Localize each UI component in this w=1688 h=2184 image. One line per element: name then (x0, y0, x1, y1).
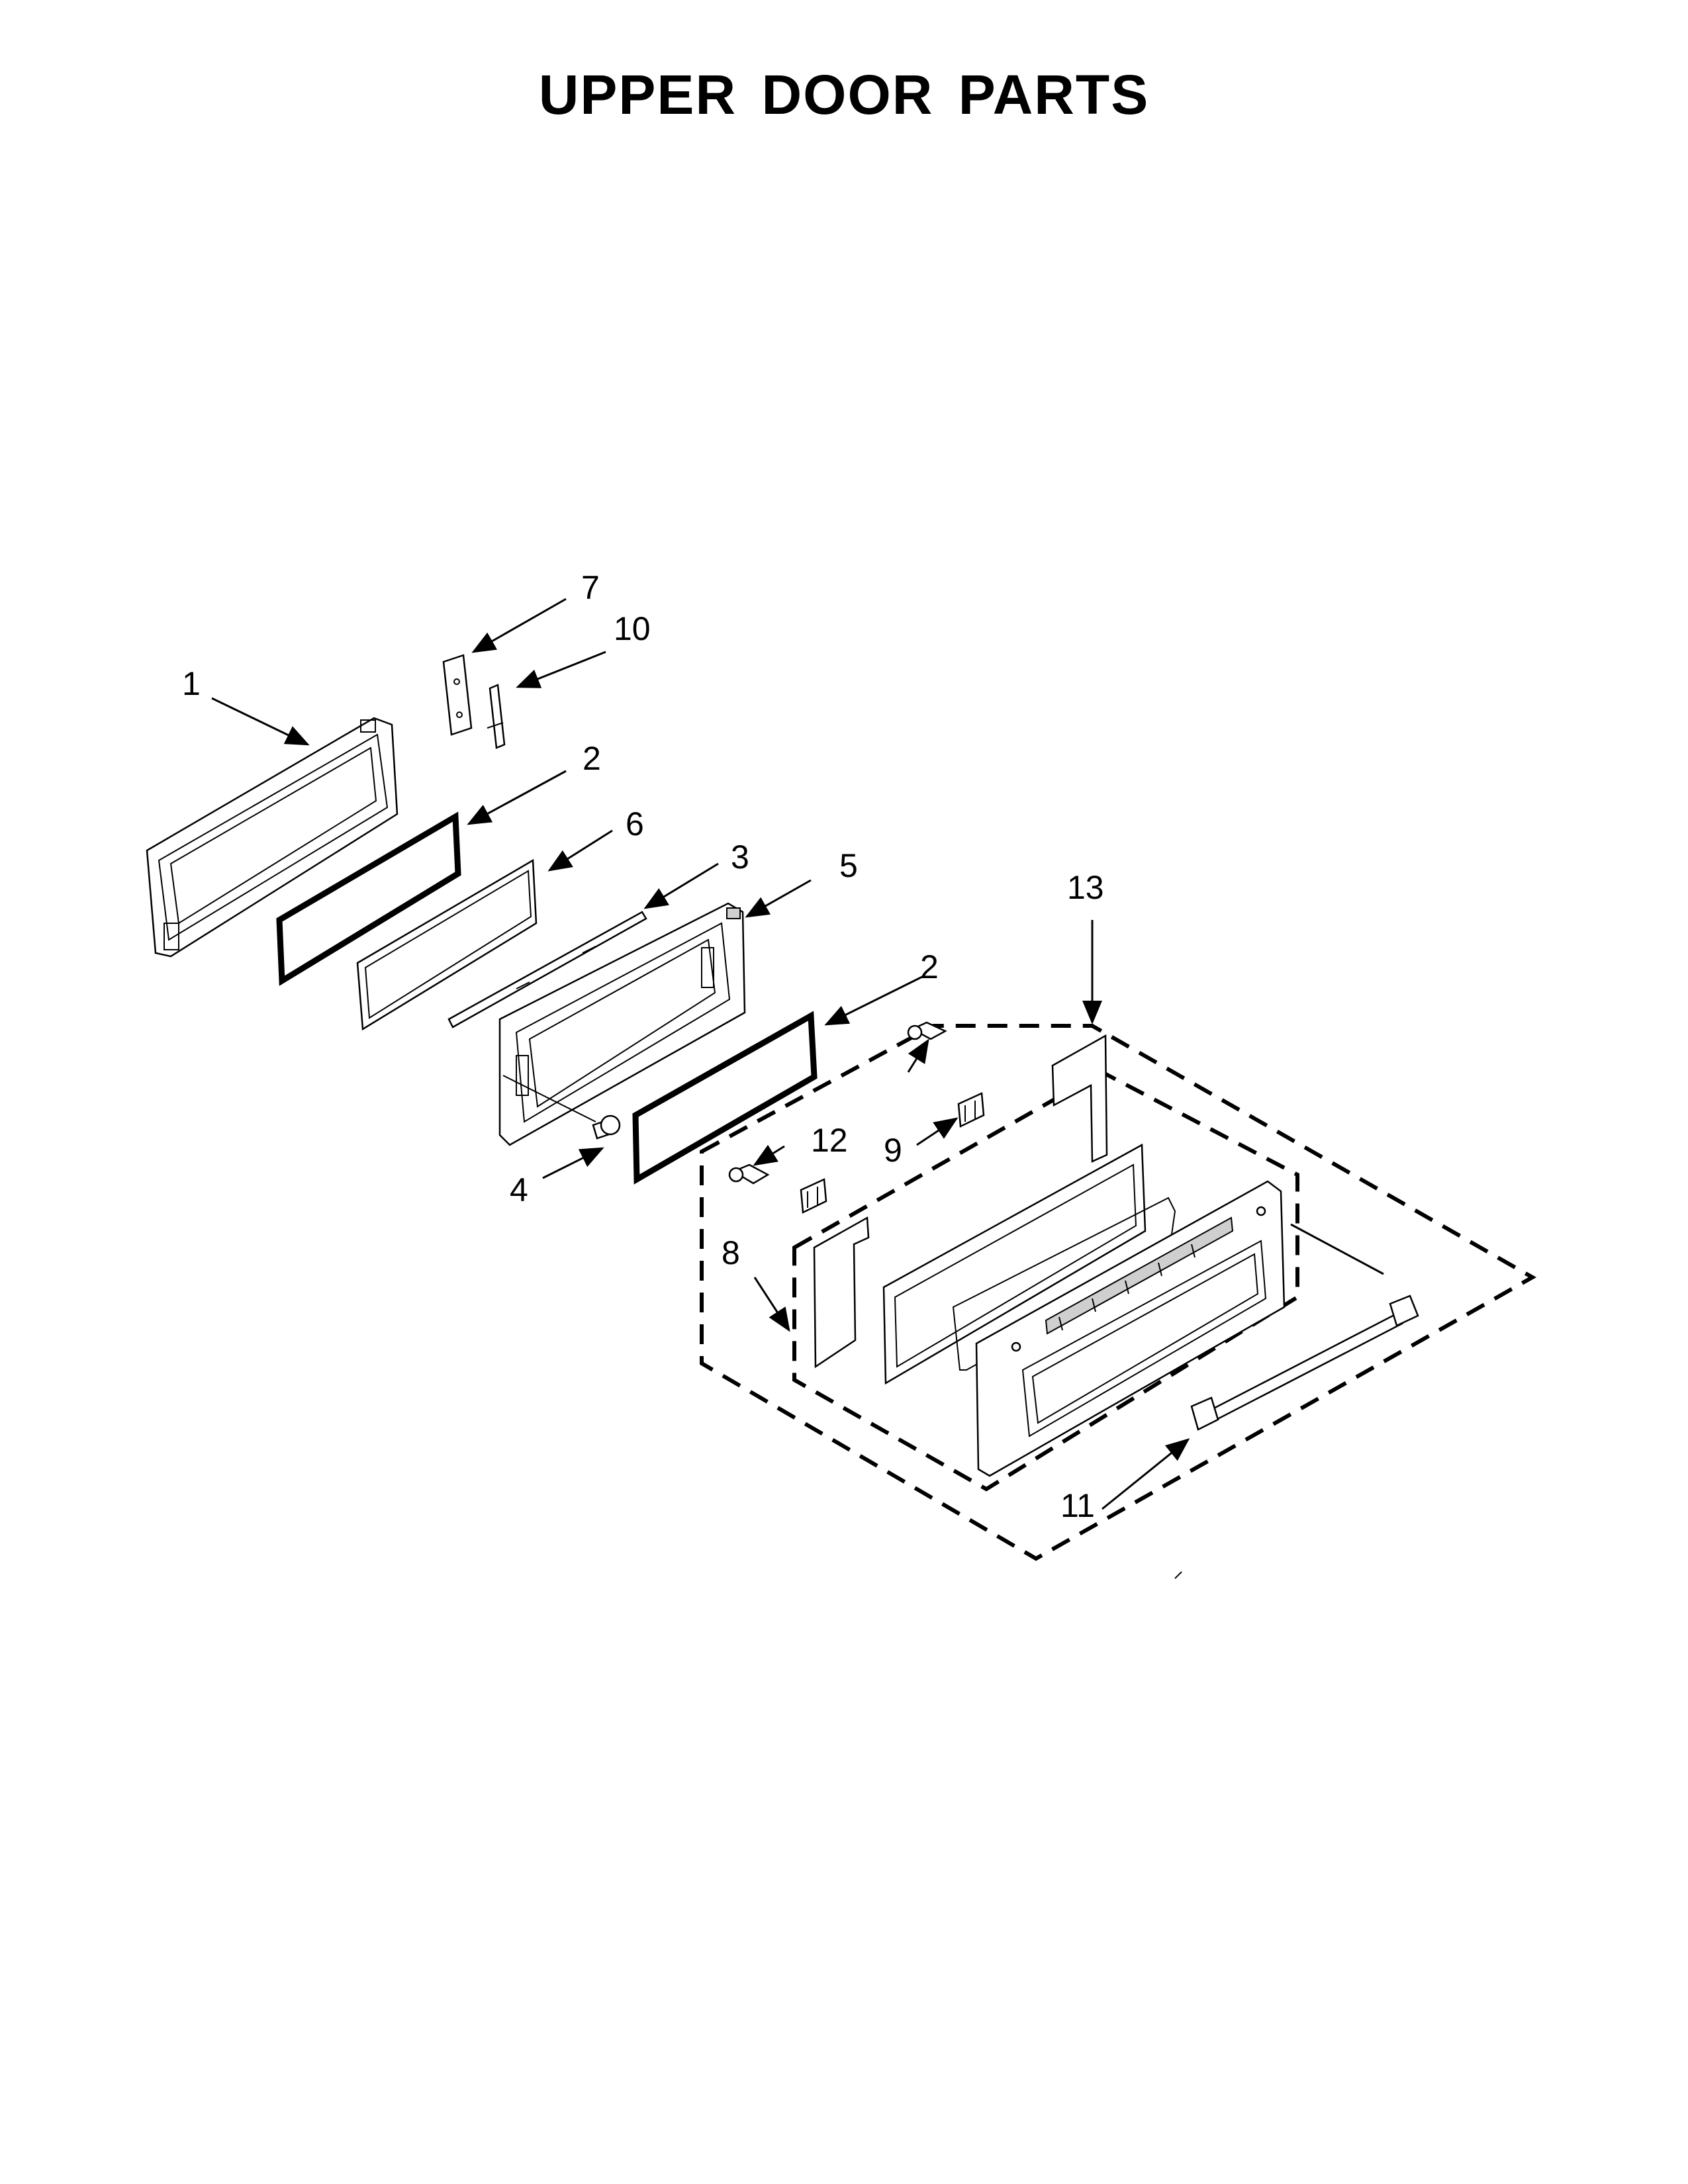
callout-6: 6 (626, 805, 644, 842)
callout-13: 13 (1067, 869, 1104, 906)
part-5-door-liner (498, 902, 746, 1146)
callout-10: 10 (614, 610, 651, 647)
part-8-insulation (813, 1034, 1108, 1369)
part-10-hinge-rod (487, 684, 506, 749)
part-9-clips (800, 1092, 985, 1214)
page-title: UPPER DOOR PARTS (538, 64, 1150, 126)
callout-1: 1 (182, 665, 201, 702)
callout-3: 3 (731, 839, 749, 876)
callout-11: 11 (1060, 1487, 1095, 1524)
part-7-hinge-bracket (442, 654, 473, 736)
leader-arrows (211, 598, 1190, 1579)
callout-labels: 1 7 10 2 6 3 5 13 2 12 9 4 8 11 (182, 569, 1104, 1524)
part-12-screws (728, 1021, 947, 1185)
part-11-door-handle (1190, 1223, 1419, 1431)
part-6-glass-panel (356, 858, 538, 1031)
part-1-inner-door-panel (146, 717, 399, 958)
callout-2-upper: 2 (583, 740, 601, 777)
callout-2-lower: 2 (920, 948, 939, 985)
callout-12: 12 (811, 1122, 848, 1159)
callout-7: 7 (581, 569, 600, 606)
part-2-lower-glass-panel (632, 1011, 818, 1185)
callout-8: 8 (722, 1234, 740, 1271)
callout-5: 5 (839, 847, 858, 884)
part-4-screw (502, 1075, 621, 1140)
callout-9: 9 (884, 1132, 902, 1169)
part-2-upper-glass-panel (276, 811, 461, 986)
part-3-door-trim-strip (447, 911, 647, 1028)
callout-4: 4 (510, 1171, 528, 1208)
outer-door-front (975, 1180, 1286, 1477)
